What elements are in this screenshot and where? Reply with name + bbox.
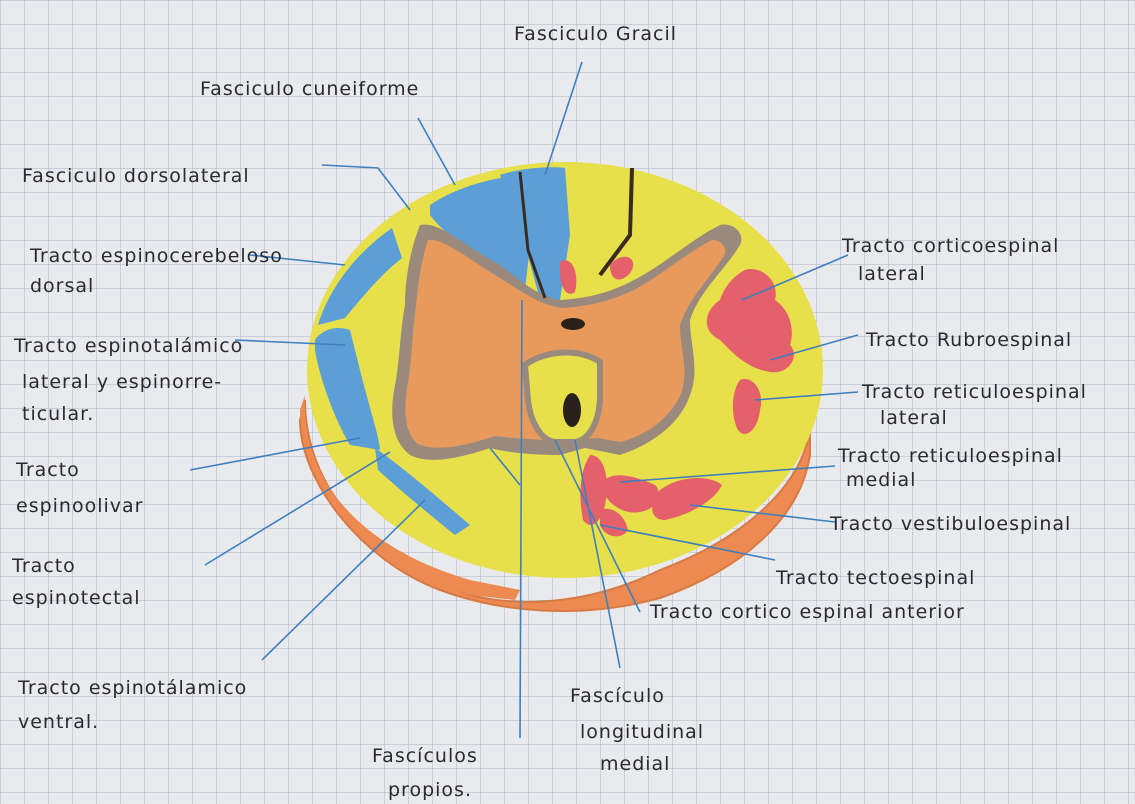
label-reticuloespinal-lateral-2: lateral xyxy=(880,407,948,429)
label-fasciculos-propios-2: propios. xyxy=(388,779,472,801)
gray-commissure-notch xyxy=(525,353,600,442)
label-fasciculo-longitudinal-medial-1: Fascículo xyxy=(570,685,665,707)
label-corticoespinal-anterior: Tracto cortico espinal anterior xyxy=(649,601,965,623)
label-fasciculo-cuneiforme: Fasciculo cuneiforme xyxy=(200,78,419,100)
anterior-median-fissure xyxy=(563,393,581,427)
label-espinotalamico-lateral-2: lateral y espinorre- xyxy=(22,371,222,393)
label-corticoespinal-lateral-1: Tracto corticoespinal xyxy=(841,235,1059,257)
label-tectoespinal: Tracto tectoespinal xyxy=(775,567,975,589)
label-espinocerebeloso-dorsal-1: Tracto espinocerebeloso xyxy=(29,245,283,267)
label-espinotalamico-ventral-1: Tracto espinotálamico xyxy=(17,677,247,699)
label-fasciculo-gracil: Fasciculo Gracil xyxy=(514,23,677,45)
label-reticuloespinal-medial-1: Tracto reticuloespinal xyxy=(837,445,1063,467)
label-espinocerebeloso-dorsal-2: dorsal xyxy=(30,275,94,297)
label-fasciculo-dorsolateral: Fasciculo dorsolateral xyxy=(22,165,250,187)
label-espinotectal-1: Tracto xyxy=(11,555,76,577)
label-fasciculos-propios-1: Fascículos xyxy=(372,745,478,767)
label-fasciculo-longitudinal-medial-2: longitudinal xyxy=(580,721,704,743)
label-reticuloespinal-medial-2: medial xyxy=(846,469,916,491)
label-espinoolivar-2: espinoolivar xyxy=(16,495,143,517)
label-espinotalamico-ventral-2: ventral. xyxy=(18,711,99,733)
label-fasciculo-longitudinal-medial-3: medial xyxy=(600,753,670,775)
label-espinotalamico-lateral-1: Tracto espinotalámico xyxy=(13,335,243,357)
label-vestibuloespinal: Tracto vestibuloespinal xyxy=(829,513,1071,535)
label-espinoolivar-1: Tracto xyxy=(15,459,80,481)
central-canal xyxy=(561,318,585,330)
label-rubroespinal: Tracto Rubroespinal xyxy=(865,329,1072,351)
label-espinotectal-2: espinotectal xyxy=(12,587,141,609)
label-espinotalamico-lateral-3: ticular. xyxy=(22,403,94,425)
label-corticoespinal-lateral-2: lateral xyxy=(858,263,926,285)
label-reticuloespinal-lateral-1: Tracto reticuloespinal xyxy=(861,381,1087,403)
